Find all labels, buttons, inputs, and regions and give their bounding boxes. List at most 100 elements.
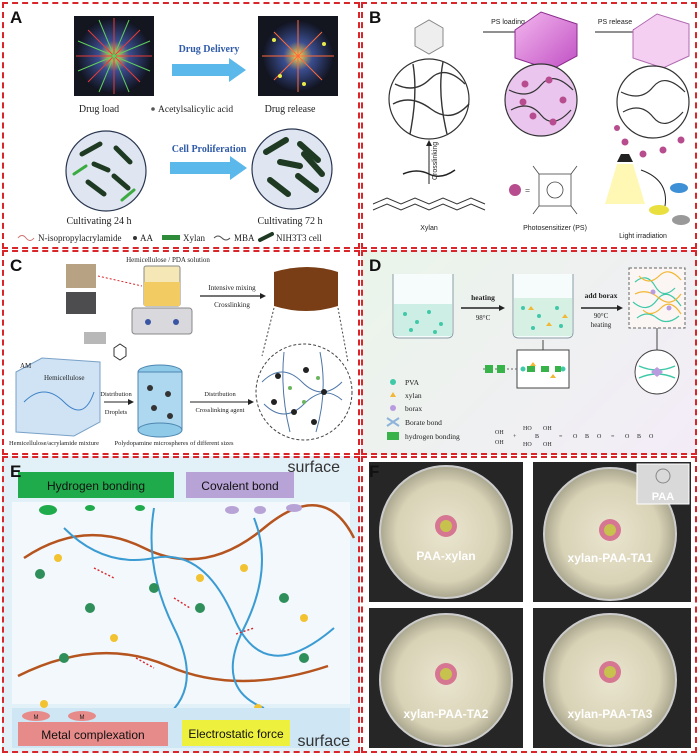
drug-delivery-arrow [172,58,246,82]
electrostatic-force-box [182,720,290,746]
panel-a: A Drug Delivery Drug load Acet [2,2,360,249]
legend-xylan: xylan [405,391,422,400]
borax-legend-icon [390,405,396,411]
svg-text:+: + [513,434,517,440]
magnetic-stirrer [131,307,193,335]
drug-load-caption: Drug load [79,104,119,115]
svg-text:OH: OH [495,430,504,436]
lamp-icon [617,154,633,162]
porphyrin-structure [532,165,578,215]
cell-proliferation-arrow [170,156,247,180]
pda-powder [66,292,96,314]
svg-text:B: B [535,434,539,440]
borate-legend-icon [386,417,400,427]
polymer-chain-1 [23,504,356,561]
pva-legend-icon [390,379,396,385]
legend-borax: borax [405,404,422,413]
hydrogel-sphere-empty [388,58,470,140]
metal-complexation-label: Metal complexation [41,728,144,742]
panel-a-diagram: Drug Delivery Drug load Acetylsalicylic … [17,16,338,243]
svg-text:=: = [611,434,615,440]
metal-ion-2: M [80,715,85,721]
surface-top-label: surface [288,459,341,476]
electrostatic-force-label: Electrostatic force [188,727,284,741]
dead-bacteria-icon [672,215,690,225]
gel-network [628,267,686,329]
heating2-label: heating [591,321,612,329]
mba-legend-icon [213,235,231,241]
dish-label-4: xylan-PAA-TA3 [568,707,653,721]
hydrogel-24h [65,130,147,212]
polymer-chain-3 [63,527,335,657]
legend-mba: MBA [234,233,255,243]
crosslinking-label: Crosslinking [432,142,439,180]
panel-e: E surface Hydrogen bonding Covalent bond… [2,456,360,753]
distribution2-label: Distribution [204,391,236,398]
hemicellulose-powder [66,264,96,288]
paa-inset-label: PAA [652,491,674,503]
cultivating-72-caption: Cultivating 72 h [258,216,323,227]
droplets-label: Droplets [105,409,128,416]
drug-delivery-label: Drug Delivery [179,44,240,55]
cell-legend-icon [258,232,274,242]
hydrogen-bonding-label: Hydrogen bonding [47,479,145,493]
panel-e-label: E [10,462,22,481]
ps-release-label: PS release [598,19,632,26]
temp-98-label: 98°C [476,314,491,322]
svg-text:OH: OH [543,426,552,432]
covalent-bond-label: Covalent bond [201,479,278,493]
legend-cell: NIH3T3 cell [276,233,322,243]
panel-a-label: A [10,8,23,27]
legend-hbond: hydrogen bonding [405,432,460,441]
acetylsalicylic-label: Acetylsalicylic acid [158,105,233,115]
panel-c-diagram: Hemicellulose / PDA solution Intensive m… [9,256,353,447]
cube-released [632,13,690,69]
legend-xylan: Xylan [183,233,205,243]
svg-text:O: O [649,434,654,440]
panel-f-label: F [369,462,380,481]
nipam-legend-icon [17,235,35,241]
legend-nipam: N-isopropylacrylamide [38,233,121,243]
solution-label: Hemicellulose / PDA solution [126,256,210,264]
paa-inset [636,463,690,505]
crosslinking-agent-label: Crosslinking agent [196,407,245,414]
dish-label-2: xylan-PAA-TA1 [568,551,653,565]
ps-sphere-icon [509,184,521,196]
panel-d-label: D [369,256,382,275]
photosensitizer-label: Photosensitizer (PS) [523,225,587,232]
ta-molecules [35,569,309,663]
pda-label: PDA [88,334,102,342]
svg-text:B: B [637,434,641,440]
hemicellulose-label: Hemicellulose [44,374,84,382]
aa-legend-icon [133,236,137,240]
hydrogel-sphere-released [616,65,690,139]
xylan-label: Xylan [420,225,438,232]
am-label: AM [20,362,32,370]
panel-e-diagram: surface Hydrogen bonding Covalent bond M… [12,459,356,750]
svg-text:O: O [625,434,630,440]
panel-b-diagram: PS loading PS release Crosslinking Xylan… [372,11,690,240]
svg-text:B: B [585,434,589,440]
xylan-legend-icon [162,235,180,240]
metal-complexation-box [18,722,168,746]
svg-text:OH: OH [543,442,552,448]
hydrogen-bonding-box [18,472,174,498]
panel-d: D heating 98°C add borax 90°C heating [361,250,697,455]
svg-text:HO: HO [523,426,532,432]
cultivating-24-caption: Cultivating 24 h [67,216,132,227]
drug-release-caption: Drug release [265,104,316,115]
dish-label-1: PAA-xylan [416,549,475,563]
legend-aa: AA [140,233,153,243]
crosslinking-c-label: Crosslinking [214,301,250,309]
surface-bottom-label: surface [298,733,351,750]
panel-f-photos: PAA-xylan xylan-PAA-TA1 PAA xylan-PAA-TA… [369,462,691,748]
svg-text:=: = [559,434,563,440]
svg-text:HO: HO [523,442,532,448]
bacteria-icon [670,183,688,193]
distribution-label: Distribution [100,391,132,398]
xylan-legend-icon [390,392,396,397]
svg-text:O: O [573,434,578,440]
dish-label-3: xylan-PAA-TA2 [404,707,489,721]
cube-empty [414,19,444,55]
